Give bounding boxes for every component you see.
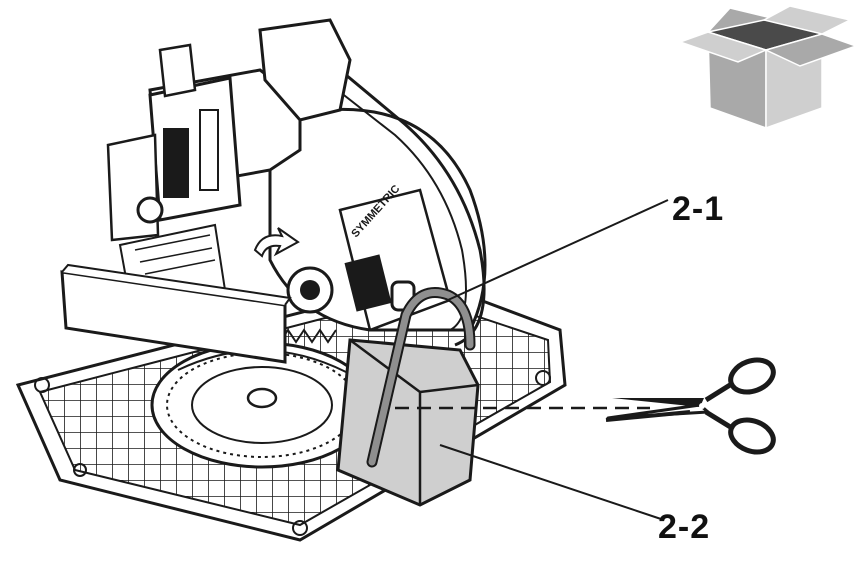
- leader-line-2-2: [439, 444, 665, 521]
- callout-label-2-1: 2-1: [672, 190, 725, 228]
- strap: [366, 287, 476, 468]
- fence-board: [60, 263, 292, 364]
- leader-line-2-1: [447, 199, 669, 301]
- open-box-icon: [677, 5, 859, 130]
- callout-label-2-2: 2-2: [658, 508, 711, 546]
- scissors-icon: [605, 357, 776, 455]
- transport-block: [336, 338, 480, 507]
